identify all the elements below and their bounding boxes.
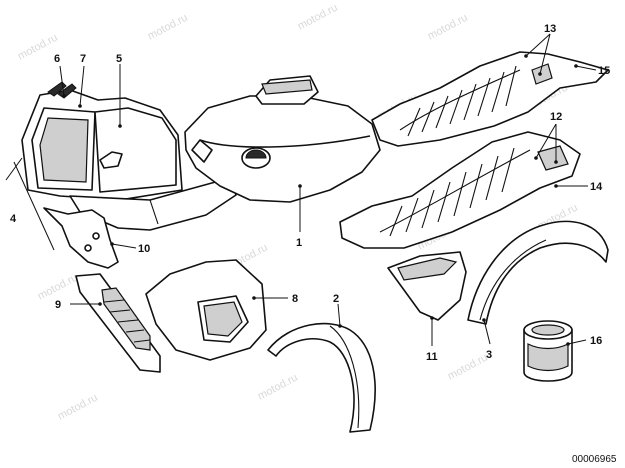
watermark: motod.ru (426, 12, 470, 43)
watermark: motod.ru (56, 392, 100, 423)
callout-15: 15 (598, 65, 610, 77)
fuel-tank (184, 75, 381, 203)
paint-tin (523, 320, 573, 382)
callout-4: 4 (10, 213, 17, 225)
callout-6: 6 (54, 53, 60, 65)
leader-lines (5, 33, 597, 346)
callout-1: 1 (296, 237, 302, 249)
document-number: 00006965 (572, 454, 617, 465)
callout-10: 10 (138, 243, 150, 255)
callout-3: 3 (486, 349, 492, 361)
watermark: motod.ru (256, 372, 300, 403)
small-cover-panel (387, 251, 467, 321)
callout-5: 5 (116, 53, 122, 65)
mounting-bracket (43, 207, 119, 269)
side-cover (145, 259, 267, 361)
watermark: motod.ru (296, 2, 340, 33)
callout-8: 8 (292, 293, 298, 305)
callout-14: 14 (590, 181, 603, 193)
callout-labels: 1 2 3 4 5 6 7 8 9 10 11 12 13 14 15 16 (10, 23, 610, 363)
seat-lower (339, 131, 581, 249)
callout-7: 7 (80, 53, 86, 65)
callout-2: 2 (333, 293, 339, 305)
watermark: motod.ru (146, 12, 190, 43)
headlight-fairing (21, 81, 183, 201)
callout-12: 12 (550, 111, 562, 123)
watermark: motod.ru (446, 352, 490, 383)
side-grille (75, 273, 161, 373)
callout-11: 11 (426, 351, 438, 363)
callout-16: 16 (590, 335, 602, 347)
seat-upper (371, 51, 609, 147)
callout-13: 13 (544, 23, 556, 35)
callout-9: 9 (55, 299, 61, 311)
watermark: motod.ru (36, 272, 80, 303)
front-mudguard (267, 322, 376, 433)
rear-mudguard (467, 220, 609, 325)
